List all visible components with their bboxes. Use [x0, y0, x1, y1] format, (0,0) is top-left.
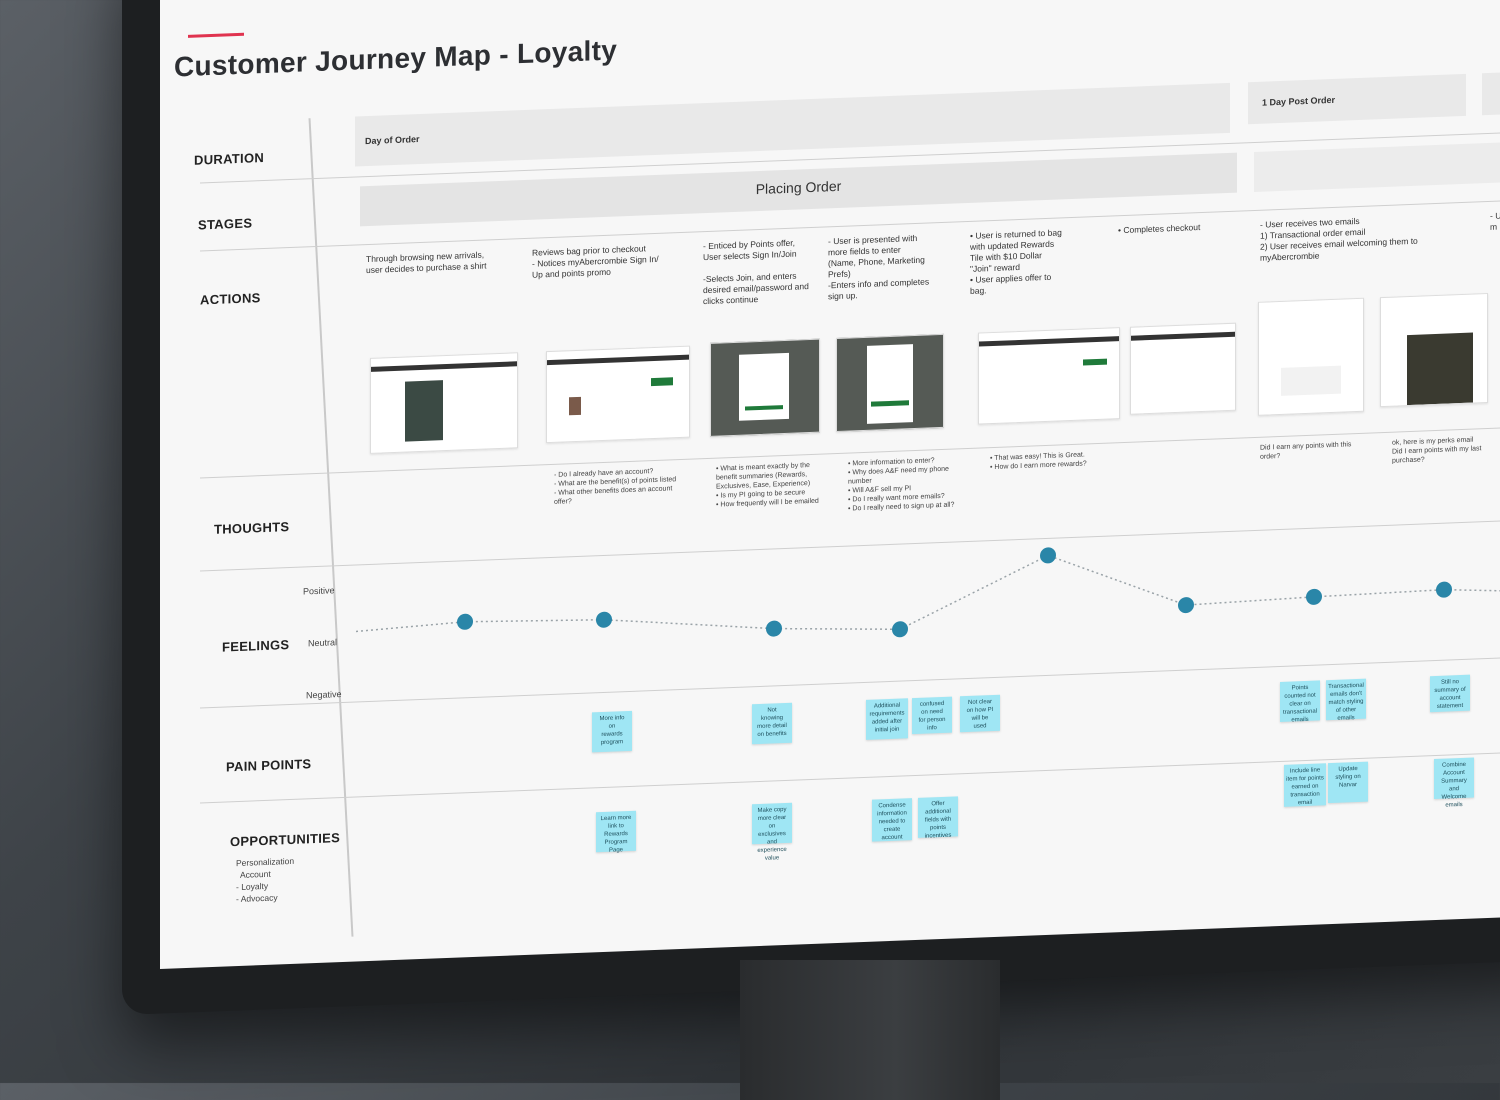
opportunity-sticky: Combine Account Summary and Welcome emai… — [1434, 757, 1474, 809]
pain-point-sticky: More info on rewards program — [592, 710, 632, 753]
pain-point-sticky: Points counted not clear on transactiona… — [1280, 680, 1320, 724]
monitor-stand — [740, 960, 1000, 1100]
opportunity-sticky: Learn more link to Rewards Program Page — [596, 810, 636, 854]
opportunity-sticky: Include line item for points earned on t… — [1284, 763, 1326, 807]
pain-point-sticky: Additional requirements added after init… — [866, 698, 908, 740]
pain-point-sticky: Not knowing more detail on benefits — [752, 702, 792, 745]
feeling-dot — [1040, 547, 1056, 564]
opportunity-sticky: Make copy more clear on exclusives and e… — [752, 802, 792, 862]
opportunity-sticky: Offer additional fields with points ince… — [918, 796, 958, 840]
feeling-dot — [596, 611, 612, 628]
journey-map-screen: Customer Journey Map - Loyalty DURATION … — [160, 0, 1500, 970]
pain-point-sticky: confused on need for person info — [912, 696, 952, 735]
feelings-line — [355, 554, 1500, 633]
feeling-dot — [1178, 597, 1194, 614]
opportunity-sticky: Update styling on Narvar — [1328, 761, 1368, 804]
pain-point-sticky: Not clear on how PI will be used — [960, 694, 1000, 733]
feeling-dot — [766, 620, 782, 637]
pain-point-sticky: Still no summary of account statement — [1430, 674, 1470, 713]
feeling-dot — [1436, 581, 1452, 598]
feelings-chart — [355, 547, 1500, 638]
feeling-dot — [457, 613, 473, 630]
feeling-dot — [1306, 588, 1322, 605]
feeling-dot — [892, 621, 908, 638]
pain-point-sticky: Transactional emails don't match styling… — [1326, 678, 1366, 722]
opportunity-sticky: Condense information needed to create ac… — [872, 798, 912, 842]
